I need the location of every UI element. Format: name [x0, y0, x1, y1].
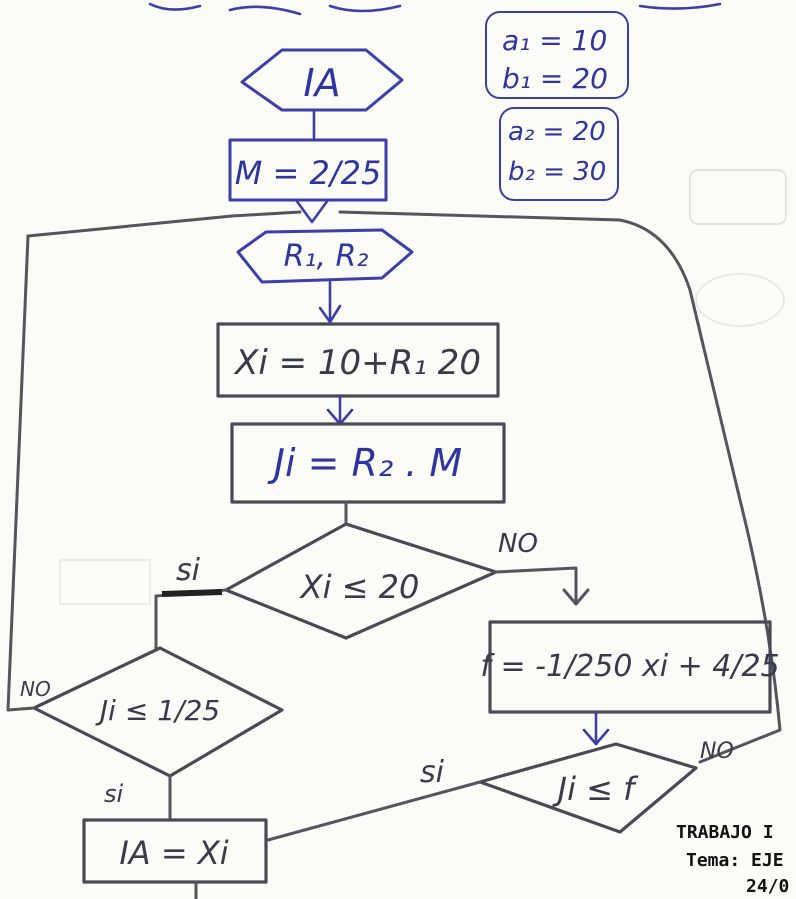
- calc-f-box: [488, 620, 772, 714]
- calc-y-box: [230, 422, 506, 504]
- init-box: [228, 138, 388, 202]
- calc-f-label: f = -1/250 xi + 4/25: [480, 649, 779, 684]
- decision-y1-no-label: NO: [20, 677, 51, 701]
- start-hexagon: [240, 48, 404, 112]
- arrow-input-calcx: [318, 304, 342, 324]
- merge-arrow: [294, 198, 330, 224]
- arrow-calcf-dec2: [582, 728, 610, 746]
- footer-line-3: 24/0: [746, 876, 789, 897]
- input-label: R₁, R₂: [284, 239, 369, 274]
- footer-line-2: Tema: EJE: [686, 850, 784, 871]
- decision-y1-label: Ji ≤ 1/25: [95, 694, 220, 727]
- decision-x-yes-label: si: [176, 553, 201, 588]
- calc-x-box: [216, 322, 500, 398]
- notes-box-2: [499, 107, 619, 201]
- no-branch-line: [494, 566, 578, 606]
- decision-y1-yes-label: si: [104, 780, 124, 808]
- ghost-shape-3: [59, 559, 151, 605]
- decision-y2-label: Ji ≤ f: [552, 770, 639, 808]
- calc-x-label: Xi = 10+R₁ 20: [233, 343, 481, 383]
- notes-box-1: [485, 11, 629, 99]
- yes-branch-line: [154, 588, 228, 650]
- note-b1: b₁ = 20: [502, 62, 608, 95]
- decision-x-no-label: NO: [498, 529, 538, 559]
- decision-y2-diamond: [478, 742, 698, 834]
- footer-line-1: TRABAJO I: [676, 822, 774, 843]
- calc-y-label: Ji = R₂ . M: [267, 441, 462, 485]
- loop-left-top: [26, 210, 302, 238]
- top-scribble: [148, 2, 722, 16]
- input-hexagon: [236, 228, 414, 284]
- decision-y1-no-loop: [6, 234, 36, 712]
- output-label: IA = Xi: [119, 834, 228, 872]
- ghost-shape-1: [689, 169, 787, 225]
- loop-right-side: [338, 210, 782, 764]
- note-a2: a₂ = 20: [508, 117, 606, 147]
- note-b2: b₂ = 30: [508, 157, 606, 187]
- decision-x-label: Xi ≤ 20: [299, 568, 420, 606]
- init-label: M = 2/25: [235, 154, 382, 192]
- ghost-shape-2: [695, 273, 785, 327]
- start-label: IA: [303, 61, 340, 105]
- decision-y2-yes-label: si: [420, 755, 445, 790]
- decision-x-diamond: [224, 522, 498, 640]
- output-box: [82, 818, 268, 884]
- yes-to-output-line: [266, 780, 482, 842]
- yes-branch-mark: [161, 589, 223, 597]
- note-a1: a₁ = 10: [502, 24, 607, 57]
- decision-y2-no-label: NO: [700, 739, 734, 764]
- no-branch-arrow: [562, 588, 590, 606]
